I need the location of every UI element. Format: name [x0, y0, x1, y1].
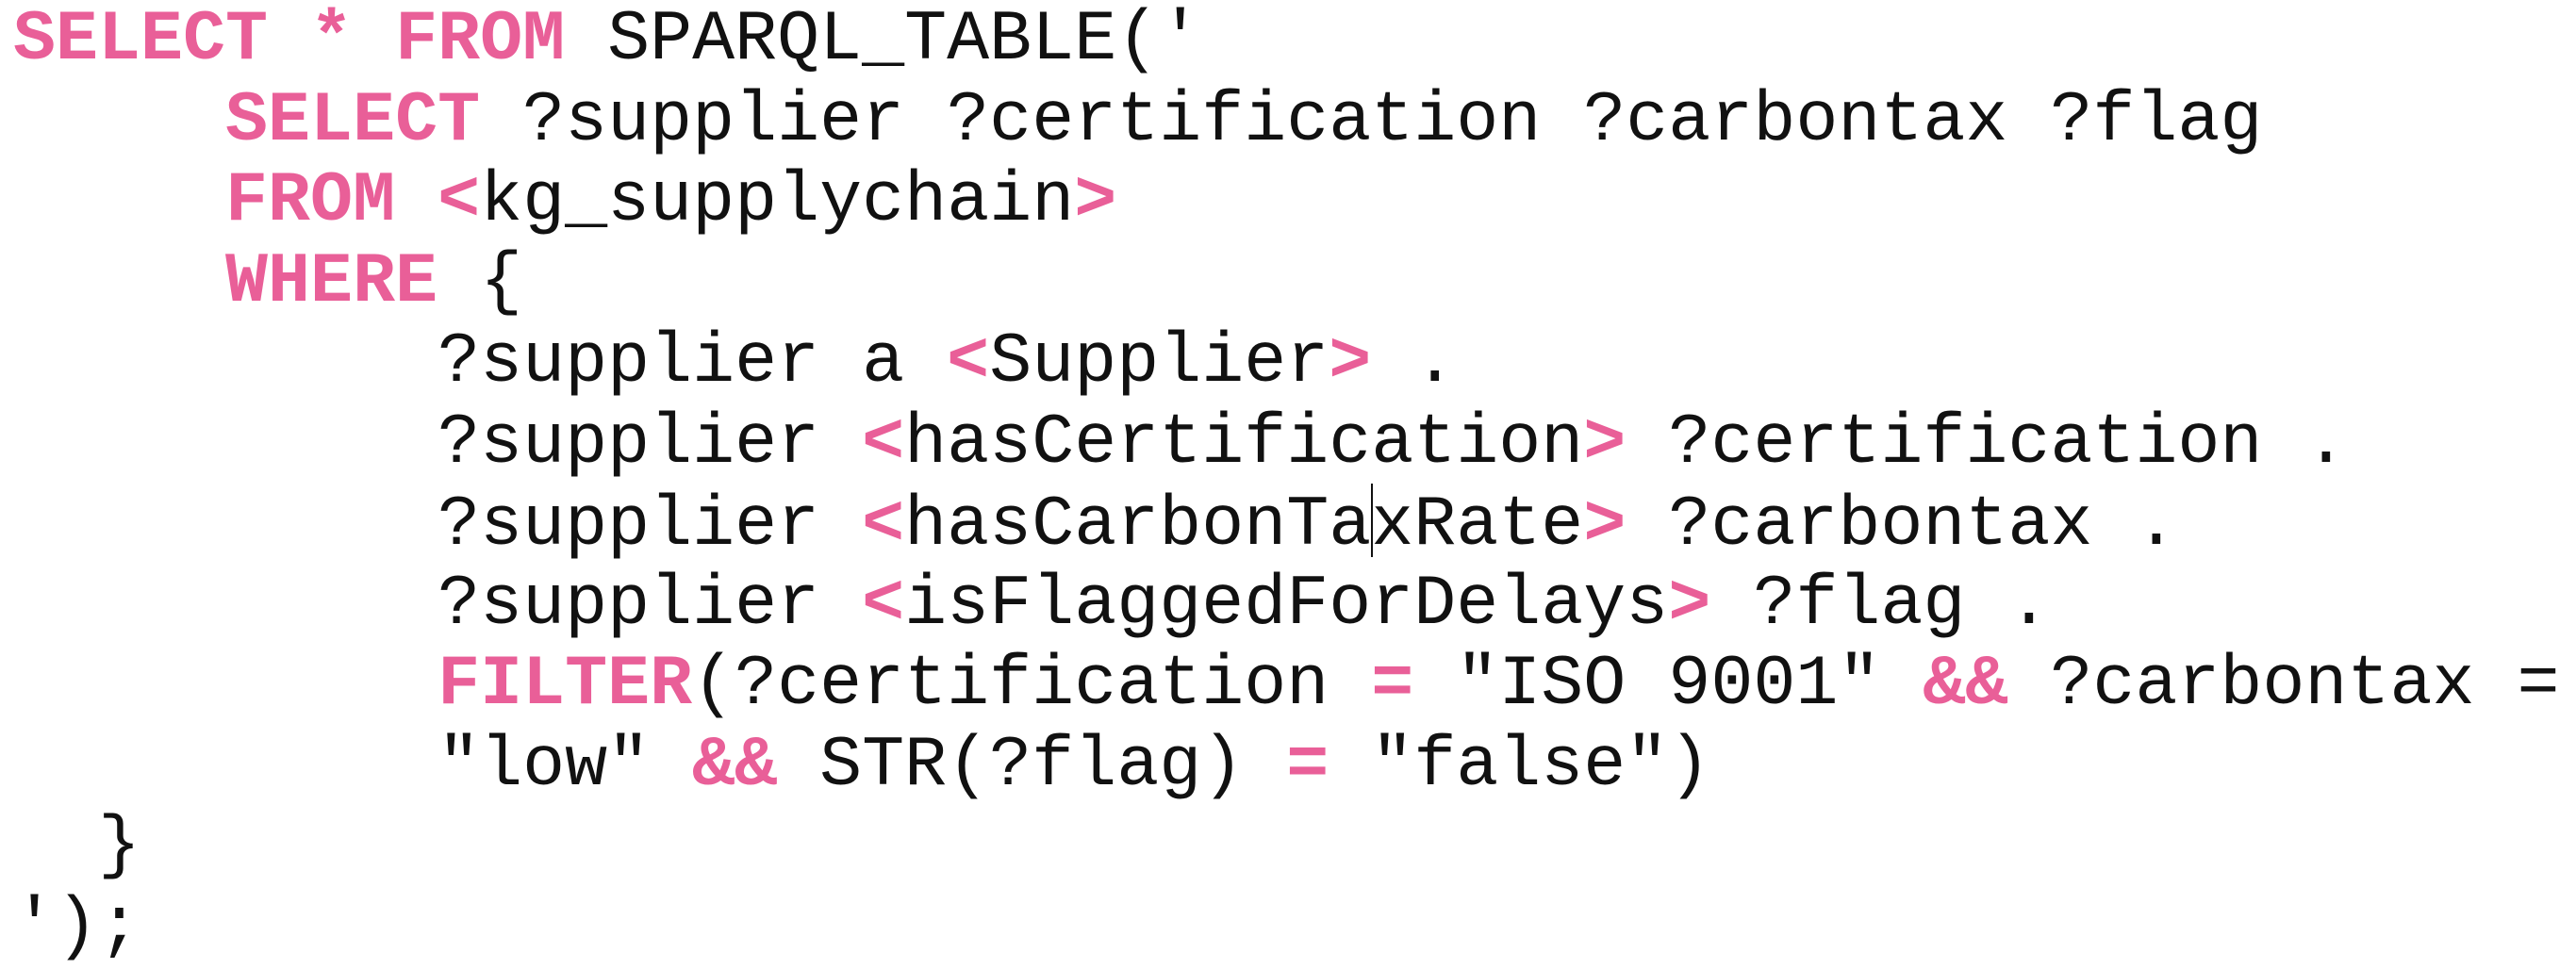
code-token: hasCarbonTa [904, 485, 1372, 566]
code-token [395, 161, 438, 241]
code-token: "ISO 9001" [1413, 645, 1924, 725]
keyword-token: < [947, 322, 990, 402]
code-token: SPARQL_TABLE(' [565, 0, 1202, 80]
keyword-token: < [862, 402, 905, 484]
code-token: ?flag . [1710, 564, 2051, 645]
keyword-token: FILTER [438, 645, 693, 725]
code-token: } [98, 806, 141, 886]
code-token: '); [13, 886, 141, 967]
code-line[interactable]: ?supplier <hasCarbonTaxRate> ?carbontax … [13, 484, 2559, 566]
code-token: ?supplier [438, 564, 863, 645]
code-token: . [1371, 322, 1457, 402]
code-token: ?certification . [1626, 402, 2348, 484]
keyword-token: && [692, 725, 778, 806]
keyword-token: > [1583, 485, 1627, 566]
code-token: ?supplier ?certification ?carbontax ?fla… [480, 80, 2263, 161]
code-token: xRate [1371, 485, 1584, 566]
keyword-token: < [862, 564, 905, 645]
keyword-token: = [1371, 645, 1414, 725]
code-token: ?carbontax . [1626, 485, 2178, 566]
code-line[interactable]: "low" && STR(?flag) = "false") [13, 726, 2559, 807]
keyword-token: < [862, 485, 905, 566]
code-token: isFlaggedForDelays [904, 564, 1669, 645]
code-token: Supplier [989, 322, 1329, 402]
code-token: ?supplier a [438, 322, 948, 402]
code-line[interactable]: SELECT * FROM SPARQL_TABLE(' [13, 0, 2559, 81]
keyword-token: > [1668, 564, 1711, 645]
code-token: ?carbontax = [2007, 645, 2560, 725]
keyword-token: FROM [225, 161, 396, 241]
code-token: "low" [438, 725, 693, 806]
code-token: hasCertification [904, 402, 1584, 484]
keyword-token: && [1923, 645, 2008, 725]
code-token: ?supplier [438, 485, 863, 566]
code-line[interactable]: } [13, 806, 2559, 887]
code-line[interactable]: FILTER(?certification = "ISO 9001" && ?c… [13, 645, 2559, 726]
code-line[interactable]: WHERE { [13, 242, 2559, 323]
keyword-token: > [1583, 402, 1627, 484]
code-line[interactable]: ?supplier <isFlaggedForDelays> ?flag . [13, 565, 2559, 646]
code-line[interactable]: SELECT ?supplier ?certification ?carbont… [13, 81, 2559, 162]
code-line[interactable]: ?supplier a <Supplier> . [13, 322, 2559, 403]
keyword-token: SELECT * FROM [13, 0, 566, 80]
keyword-token: < [438, 161, 481, 241]
code-token: STR(?flag) [777, 725, 1287, 806]
keyword-token: SELECT [225, 80, 481, 161]
keyword-token: > [1329, 322, 1372, 402]
keyword-token: > [1074, 161, 1117, 241]
code-token: kg_supplychain [480, 161, 1075, 241]
code-line[interactable]: FROM <kg_supplychain> [13, 161, 2559, 242]
keyword-token: = [1286, 725, 1329, 806]
text-cursor [1371, 484, 1374, 557]
code-token: (?certification [692, 645, 1372, 725]
code-line[interactable]: '); [13, 887, 2559, 968]
code-line[interactable]: ?supplier <hasCertification> ?certificat… [13, 403, 2559, 484]
code-editor[interactable]: SELECT * FROM SPARQL_TABLE(' SELECT ?sup… [13, 0, 2559, 967]
code-token: ?supplier [438, 402, 863, 484]
keyword-token: WHERE [225, 241, 438, 322]
code-token: "false") [1329, 725, 1711, 806]
code-token: { [438, 241, 523, 322]
